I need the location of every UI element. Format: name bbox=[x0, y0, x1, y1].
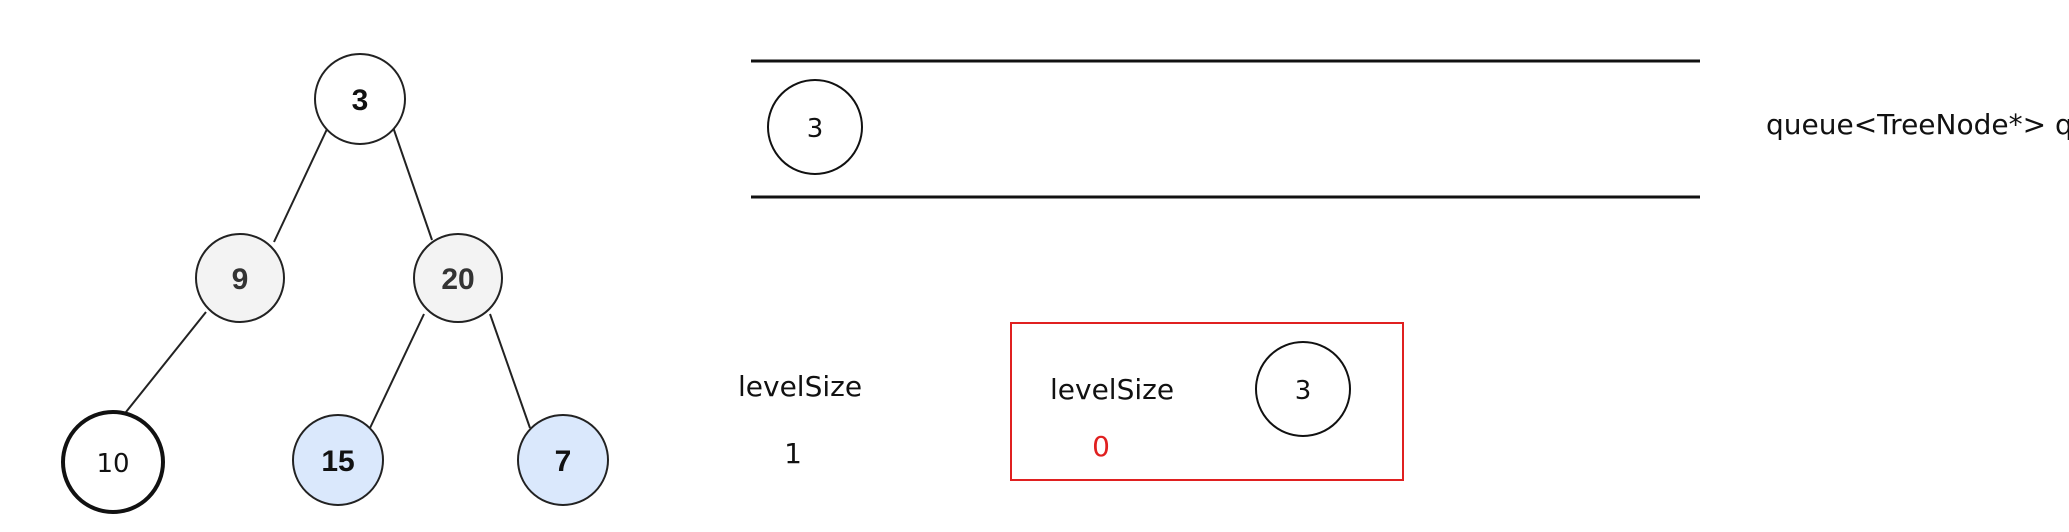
tree-node-7: 7 bbox=[517, 414, 609, 506]
tree-node-20-label: 20 bbox=[441, 263, 474, 296]
highlight-level-size-value: 0 bbox=[1092, 430, 1110, 463]
edge-20-7 bbox=[489, 313, 531, 429]
highlight-node-label: 3 bbox=[1295, 376, 1312, 406]
tree-node-3-label: 3 bbox=[352, 84, 369, 117]
tree-node-20: 20 bbox=[413, 233, 503, 323]
tree-node-9-label: 9 bbox=[232, 263, 249, 296]
tree-edges bbox=[117, 126, 531, 429]
tree-node-7-circle bbox=[517, 414, 609, 506]
outer-level-size: levelSize 1 bbox=[738, 370, 862, 470]
outer-level-size-value: 1 bbox=[784, 437, 802, 470]
tree-node-15-circle bbox=[292, 414, 384, 506]
edge-3-20 bbox=[392, 126, 433, 241]
tree-node-20-circle bbox=[413, 233, 503, 323]
tree-node-7-label: 7 bbox=[555, 445, 572, 478]
tree-node-15: 15 bbox=[292, 414, 384, 506]
highlight-node: 3 bbox=[1255, 341, 1351, 437]
tree-node-9: 9 bbox=[195, 233, 285, 323]
tree-node-9-circle bbox=[195, 233, 285, 323]
tree-node-10: 10 bbox=[61, 410, 165, 514]
queue-item-label: 3 bbox=[807, 114, 824, 144]
tree-node-3: 3 bbox=[314, 53, 406, 145]
highlight-box: levelSize 0 3 bbox=[1010, 322, 1404, 481]
queue-item-circle bbox=[767, 79, 863, 175]
highlight-level-size-label: levelSize bbox=[1050, 373, 1174, 406]
tree-nodes: 3 9 20 10 15 7 bbox=[61, 53, 609, 514]
highlight-box-border bbox=[1010, 322, 1404, 481]
tree-node-15-label: 15 bbox=[321, 445, 354, 478]
tree-node-3-circle bbox=[314, 53, 406, 145]
tree-node-10-label: 10 bbox=[96, 449, 129, 479]
queue-declaration: queue<TreeNode*> q; bbox=[1766, 108, 2069, 141]
edge-20-15 bbox=[369, 313, 425, 429]
queue: 3 queue<TreeNode*> q; bbox=[751, 59, 2069, 199]
queue-item: 3 bbox=[767, 79, 863, 175]
outer-level-size-label: levelSize bbox=[738, 370, 862, 403]
tree-node-10-circle bbox=[61, 410, 165, 514]
edge-9-10 bbox=[117, 311, 207, 423]
highlight-node-circle bbox=[1255, 341, 1351, 437]
edge-3-9 bbox=[273, 126, 329, 243]
